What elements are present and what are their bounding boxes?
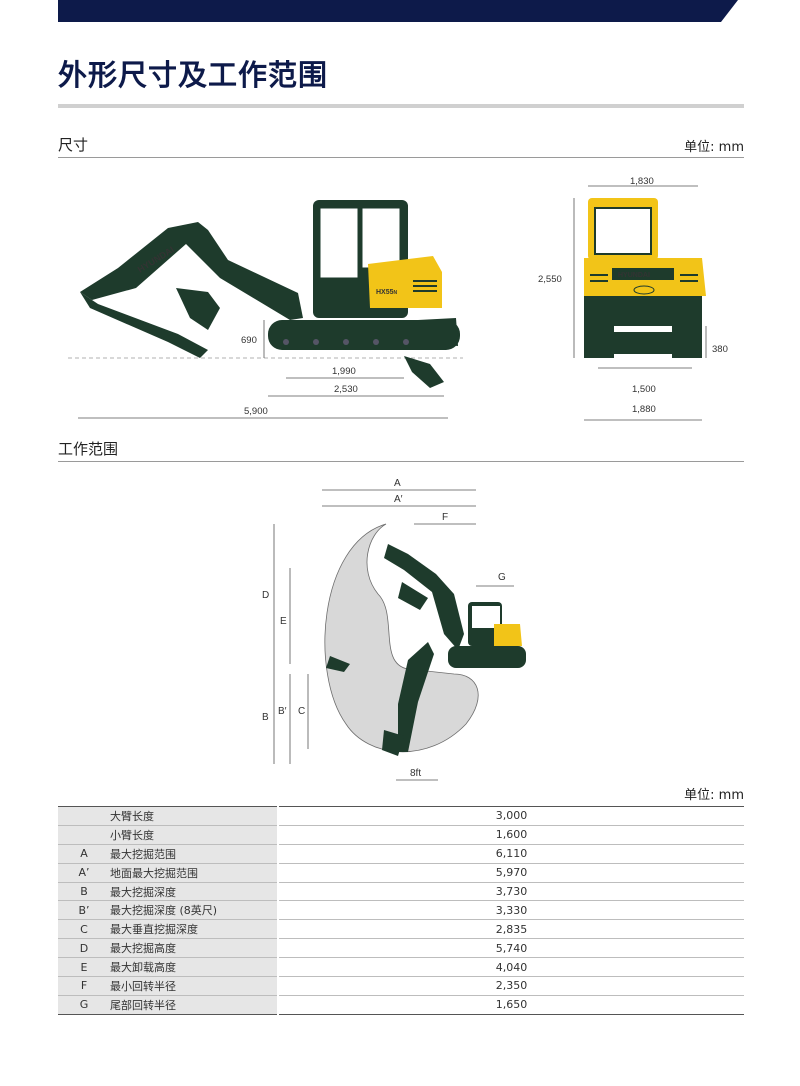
range-label-F: F — [442, 512, 448, 523]
range-label-G: G — [498, 572, 506, 583]
spec-value: 6,110 — [277, 844, 744, 864]
front-brand-text: HYUNDAI — [618, 272, 650, 279]
dim-1830: 1,830 — [630, 176, 654, 187]
spec-value: 1,600 — [277, 825, 744, 845]
working-range-diagram: A A′ F G D E B B′ C 8ft — [262, 478, 526, 781]
spec-key — [58, 825, 110, 845]
spec-value: 3,000 — [277, 806, 744, 826]
dim-2550: 2,550 — [538, 274, 562, 285]
spec-key: D — [58, 938, 110, 959]
spec-name: 最大挖掘深度 — [110, 882, 278, 902]
spec-key: C — [58, 919, 110, 940]
front-view-diagram: HYUNDAI 1,830 2,550 380 1,500 1,880 — [538, 176, 728, 421]
title-divider — [58, 104, 744, 108]
table-row: B’最大挖掘深度 (8英尺)3,330 — [58, 900, 744, 921]
dim-2530: 2,530 — [334, 384, 358, 395]
range-label-D: D — [262, 590, 269, 601]
range-label-8ft: 8ft — [410, 768, 421, 779]
spec-value: 3,730 — [277, 882, 744, 902]
range-label-C: C — [298, 706, 305, 717]
spec-name: 最大挖掘深度 (8英尺) — [110, 900, 278, 921]
spec-key: F — [58, 976, 110, 996]
side-view-diagram: HYUNDAI HX55N 690 420 540 1,990 2,530 5,… — [68, 200, 463, 419]
range-label-A-prime: A′ — [394, 494, 403, 505]
spec-name: 最大垂直挖掘深度 — [110, 919, 278, 940]
dim-690: 690 — [241, 335, 257, 346]
spec-key — [58, 806, 110, 826]
dim-1990: 1,990 — [332, 366, 356, 377]
spec-key: B — [58, 882, 110, 902]
spec-name: 最大挖掘高度 — [110, 938, 278, 959]
spec-value: 5,740 — [277, 938, 744, 959]
spec-key: A — [58, 844, 110, 864]
dim-1500: 1,500 — [632, 384, 656, 395]
range-label-B: B — [262, 712, 269, 723]
spec-value: 2,835 — [277, 919, 744, 940]
range-label-E: E — [280, 616, 287, 627]
range-label-B-prime: B′ — [278, 706, 287, 717]
spec-name: 地面最大挖掘范围 — [110, 863, 278, 883]
working-range-heading: 工作范围 — [58, 440, 119, 458]
dim-1880: 1,880 — [632, 404, 656, 415]
spec-value: 3,330 — [277, 900, 744, 921]
spec-name: 大臂长度 — [110, 806, 278, 826]
header-band — [58, 0, 738, 22]
spec-value: 2,350 — [277, 976, 744, 996]
working-range-unit: 单位: mm — [684, 788, 744, 803]
spec-value: 1,650 — [277, 995, 744, 1015]
model-badge: HX55N — [376, 289, 398, 296]
spec-name: 最大卸载高度 — [110, 957, 278, 978]
dimensions-section-header: 尺寸 单位: mm — [58, 132, 744, 158]
range-label-A: A — [394, 478, 401, 489]
dimensions-unit: 单位: mm — [684, 140, 744, 155]
spec-key: B’ — [58, 900, 110, 921]
spec-name: 最大挖掘范围 — [110, 844, 278, 864]
dim-380: 380 — [712, 344, 728, 355]
spec-name: 尾部回转半径 — [110, 995, 278, 1015]
dimensions-heading: 尺寸 — [58, 136, 89, 154]
working-range-section-header: 工作范围 — [58, 436, 744, 462]
spec-key: G — [58, 995, 110, 1015]
spec-key: A’ — [58, 863, 110, 883]
spec-name: 最小回转半径 — [110, 976, 278, 996]
page-title: 外形尺寸及工作范围 — [58, 58, 329, 92]
dim-5900: 5,900 — [244, 406, 268, 417]
spec-value: 4,040 — [277, 957, 744, 978]
spec-key: E — [58, 957, 110, 978]
spec-value: 5,970 — [277, 863, 744, 883]
spec-name: 小臂长度 — [110, 825, 278, 845]
